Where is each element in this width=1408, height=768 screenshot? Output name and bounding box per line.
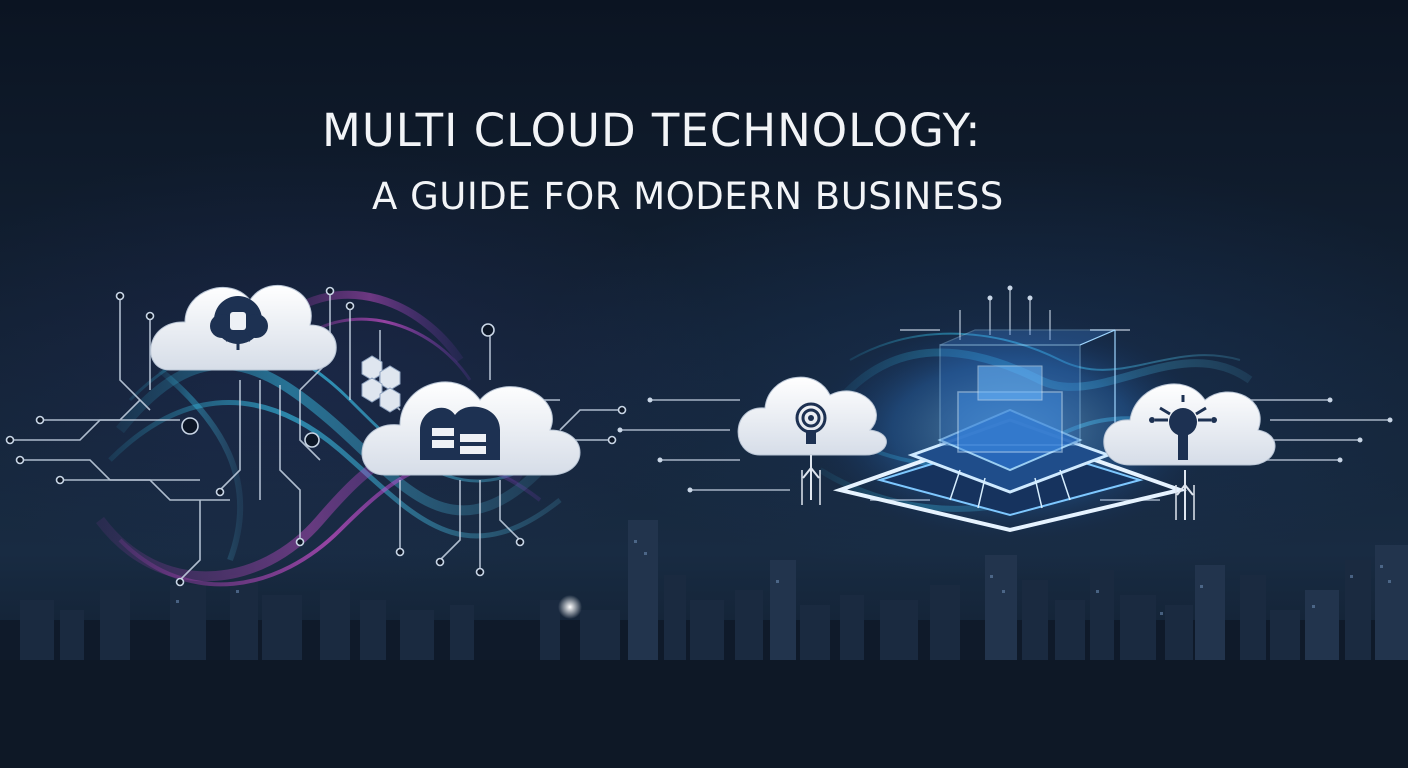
headline-line-2: A GUIDE FOR MODERN BUSINESS	[372, 175, 1004, 218]
lightbulb-signal-icon	[737, 376, 887, 505]
data-center-chip-icon	[812, 320, 1212, 540]
headline-line-1: MULTI CLOUD TECHNOLOGY:	[322, 104, 982, 157]
network-cloud-icon	[150, 284, 337, 371]
server-racks-icon	[361, 381, 581, 476]
hub-circuit-icon	[1103, 383, 1276, 520]
right-circuit-nodes	[617, 285, 1393, 493]
hexagon-cluster-icon	[361, 355, 401, 413]
city-skyline-icon	[0, 520, 1408, 768]
left-circuit-nodes	[5, 286, 627, 587]
window-lights	[176, 540, 1391, 615]
light-flare	[558, 595, 582, 619]
